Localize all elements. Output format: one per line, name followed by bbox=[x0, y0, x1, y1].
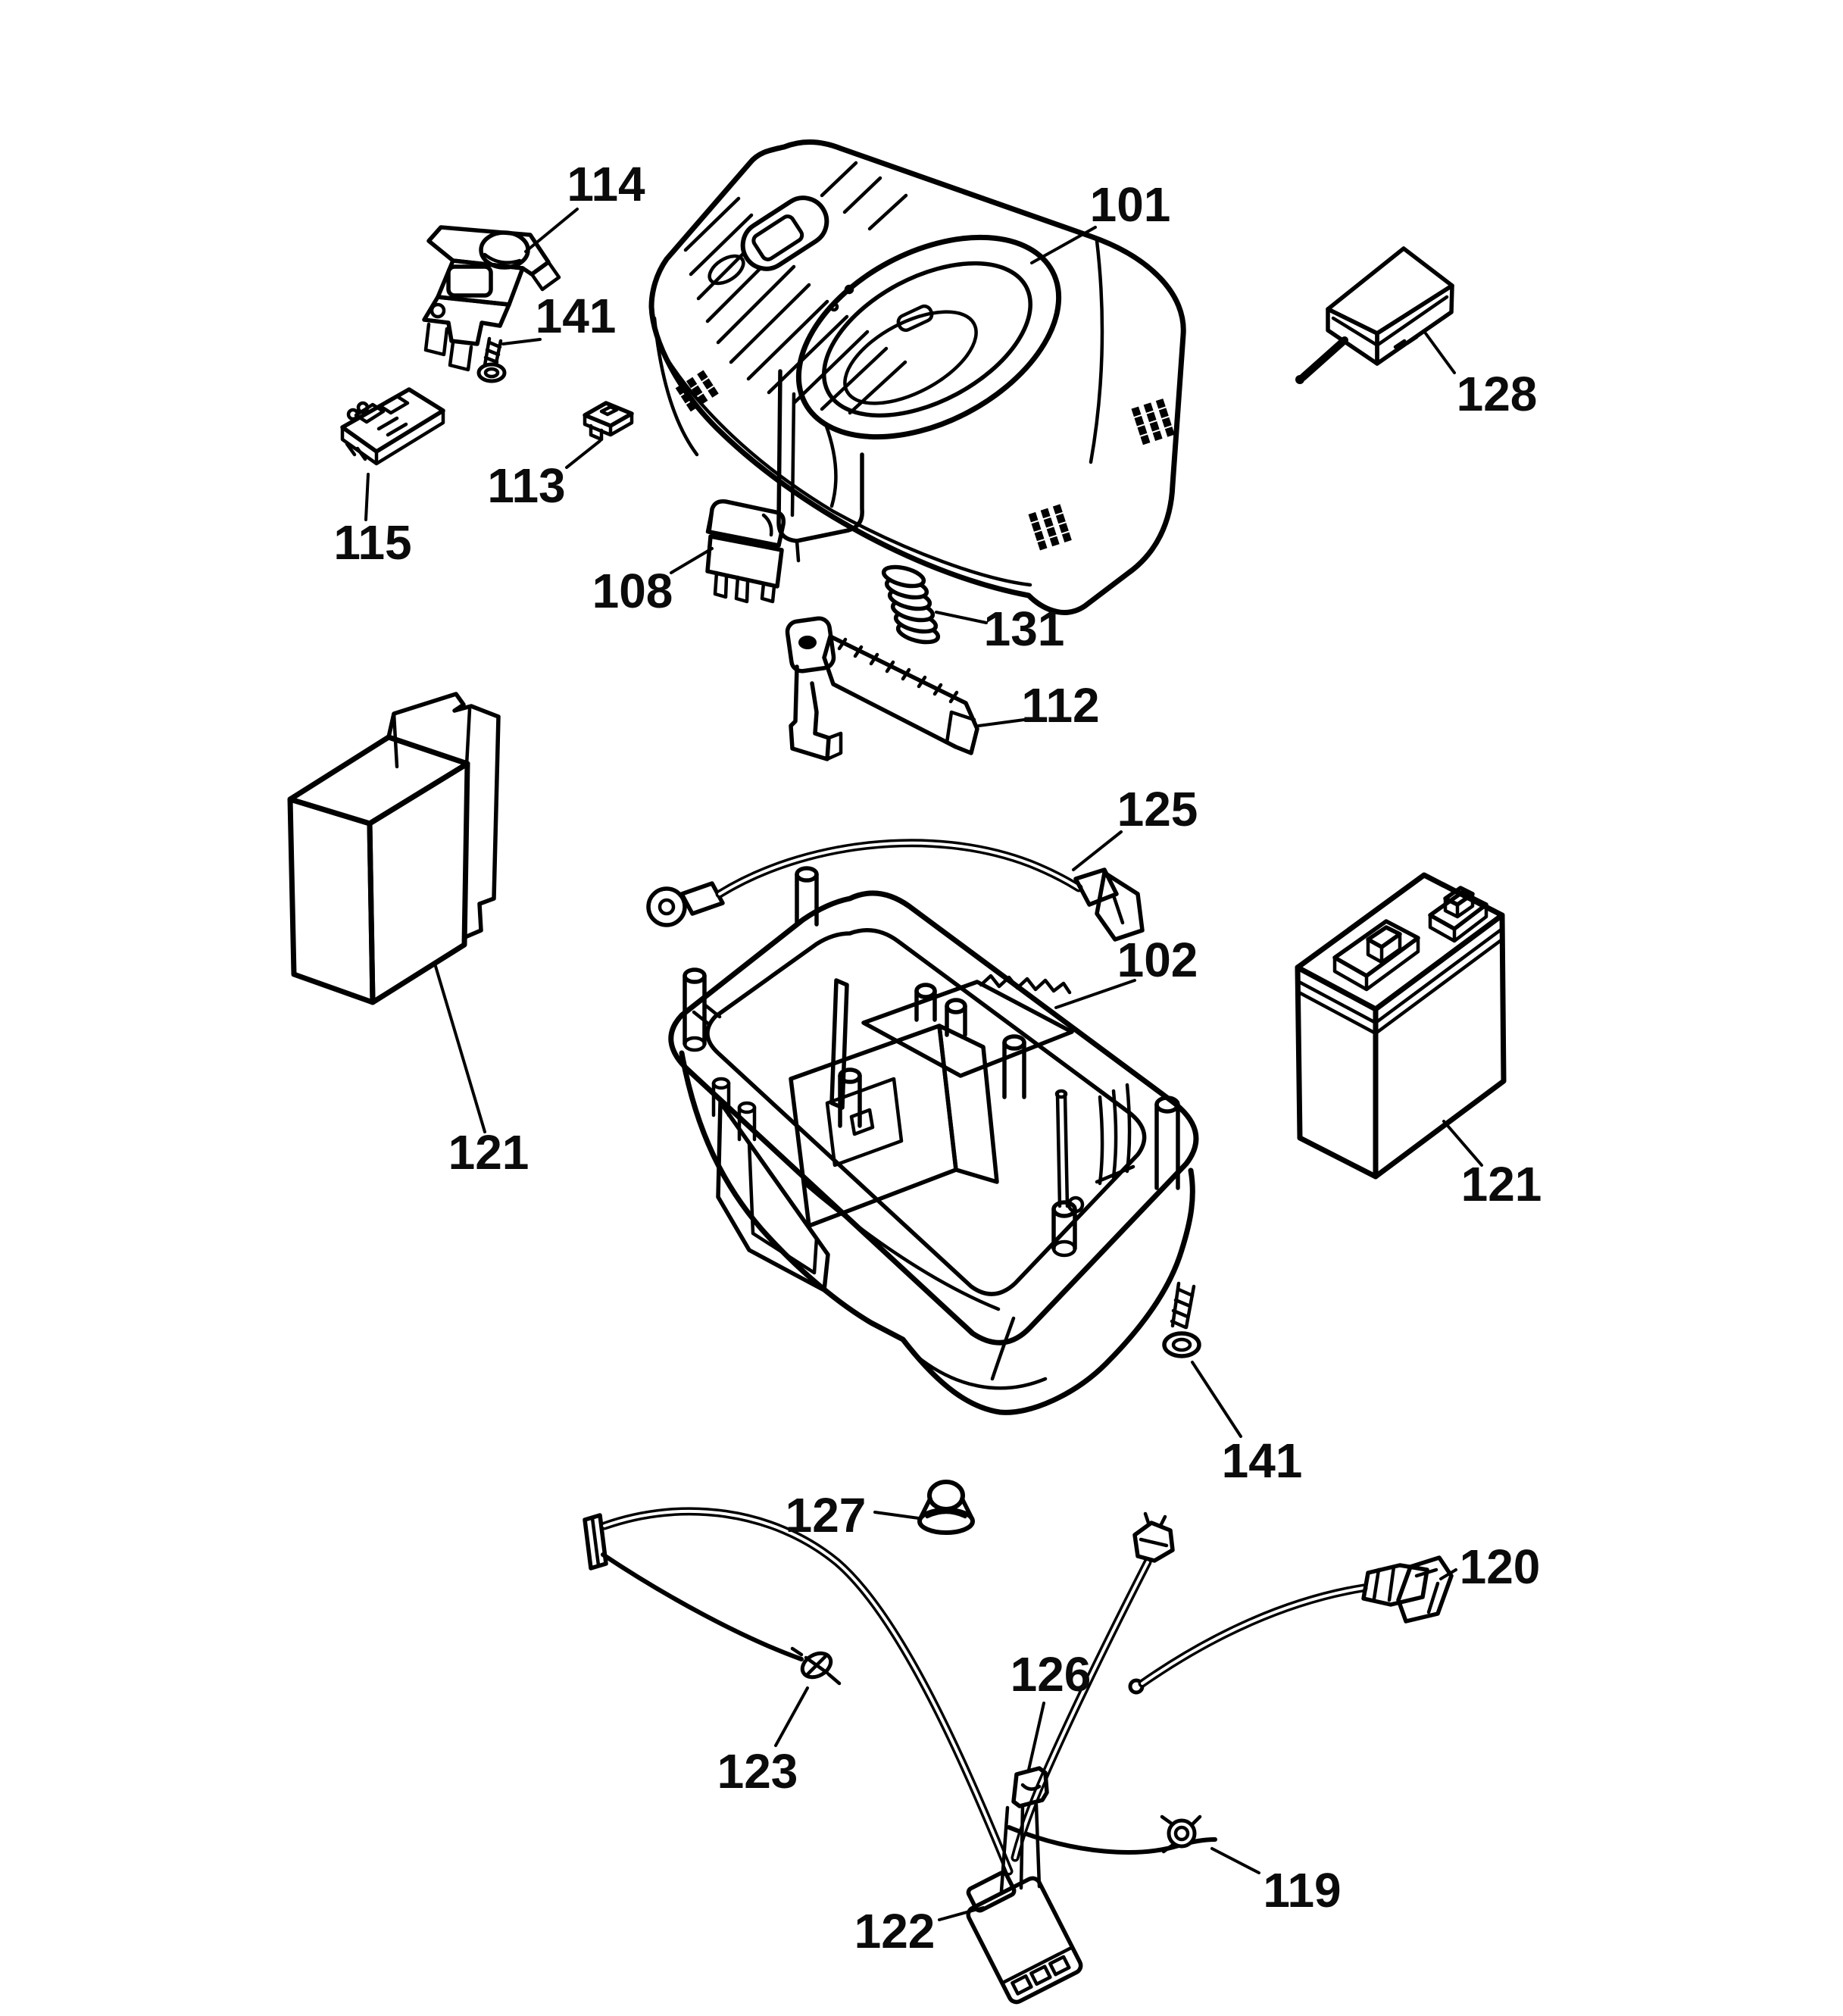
part-101-top-cover-housing bbox=[648, 139, 1186, 615]
part-label-141-bottom: 141 bbox=[1222, 1433, 1303, 1488]
vent-grid-upper-right bbox=[1131, 398, 1177, 445]
handle-pocket bbox=[776, 369, 864, 563]
leader-115 bbox=[364, 473, 370, 521]
part-131-spring bbox=[881, 564, 941, 645]
leader-122 bbox=[938, 1906, 985, 1921]
leader-113 bbox=[565, 439, 601, 469]
part-label-108: 108 bbox=[592, 564, 673, 618]
leader-101 bbox=[1030, 226, 1097, 264]
part-119-wire-clip bbox=[1007, 1814, 1217, 1855]
transformer-assembly bbox=[789, 974, 1074, 1228]
leader-lines bbox=[364, 208, 1483, 1921]
display-recess bbox=[740, 195, 829, 271]
leader-102 bbox=[1054, 979, 1136, 1009]
leader-126 bbox=[1027, 1702, 1045, 1771]
vent-grid-lower-right bbox=[1028, 503, 1074, 551]
leader-128 bbox=[1424, 332, 1456, 374]
part-122-connector bbox=[966, 1802, 1083, 2005]
part-112-lever-arm bbox=[785, 616, 979, 761]
adapter-cord bbox=[1299, 336, 1348, 381]
part-label-131: 131 bbox=[984, 602, 1065, 656]
part-label-126: 126 bbox=[1011, 1647, 1092, 1702]
leader-108 bbox=[670, 547, 714, 574]
part-label-115: 115 bbox=[333, 515, 411, 570]
part-108-switch bbox=[705, 499, 786, 604]
leader-119 bbox=[1210, 1847, 1260, 1874]
part-115-circuit-board bbox=[340, 387, 445, 466]
part-127-grommet bbox=[917, 1480, 975, 1535]
leader-112 bbox=[977, 718, 1026, 727]
leader-123 bbox=[774, 1686, 809, 1747]
part-114-bracket bbox=[422, 225, 561, 372]
part-label-102: 102 bbox=[1117, 933, 1198, 987]
part-label-114: 114 bbox=[567, 157, 645, 211]
part-label-125: 125 bbox=[1117, 782, 1198, 836]
part-label-122: 122 bbox=[854, 1904, 936, 1958]
part-label-119: 119 bbox=[1263, 1863, 1341, 1918]
wire-end-fitting bbox=[790, 1646, 842, 1686]
part-label-113: 113 bbox=[487, 458, 565, 513]
part-120-terminal-wire bbox=[1128, 1555, 1454, 1695]
battery-terminal-back bbox=[1428, 886, 1488, 943]
part-102-base-housing bbox=[668, 866, 1199, 1415]
vent-grid-left bbox=[675, 370, 719, 412]
part-label-120: 120 bbox=[1460, 1539, 1541, 1594]
leader-114 bbox=[524, 208, 579, 253]
part-label-101: 101 bbox=[1090, 177, 1171, 232]
part-label-123: 123 bbox=[717, 1744, 798, 1799]
part-label-141-top: 141 bbox=[536, 289, 617, 343]
leader-141-top bbox=[501, 338, 542, 345]
part-128-power-adapter bbox=[1295, 246, 1454, 384]
leader-120 bbox=[1439, 1568, 1457, 1580]
part-label-121-right: 121 bbox=[1461, 1157, 1542, 1211]
part-141-screw-bottom bbox=[1162, 1281, 1201, 1358]
harness-terminal-upper bbox=[1132, 1511, 1175, 1563]
leader-125 bbox=[1072, 830, 1123, 871]
screw-posts bbox=[683, 866, 1180, 1258]
part-125-jumper-wire bbox=[646, 839, 1145, 942]
part-121-battery-left bbox=[287, 692, 501, 1005]
part-label-121-left: 121 bbox=[448, 1125, 529, 1180]
battery-terminal-front bbox=[1332, 919, 1420, 992]
clip-body bbox=[1011, 1766, 1049, 1808]
part-label-127: 127 bbox=[786, 1488, 867, 1542]
leader-127 bbox=[873, 1511, 920, 1520]
handle-ring bbox=[795, 234, 1062, 440]
leader-131 bbox=[935, 611, 988, 624]
part-141-screw-top bbox=[476, 336, 507, 383]
part-label-128: 128 bbox=[1457, 367, 1538, 421]
leader-121-left bbox=[433, 962, 486, 1133]
part-113-clip bbox=[583, 401, 634, 442]
part-labels: 114 141 101 128 113 115 108 131 112 125 … bbox=[333, 157, 1542, 1958]
leader-141-bottom bbox=[1191, 1361, 1242, 1438]
part-121-battery-right bbox=[1295, 872, 1507, 1180]
part-label-112: 112 bbox=[1021, 678, 1099, 733]
leader-121-right bbox=[1442, 1120, 1483, 1167]
part-123-wire-assembly bbox=[583, 1507, 1014, 1876]
